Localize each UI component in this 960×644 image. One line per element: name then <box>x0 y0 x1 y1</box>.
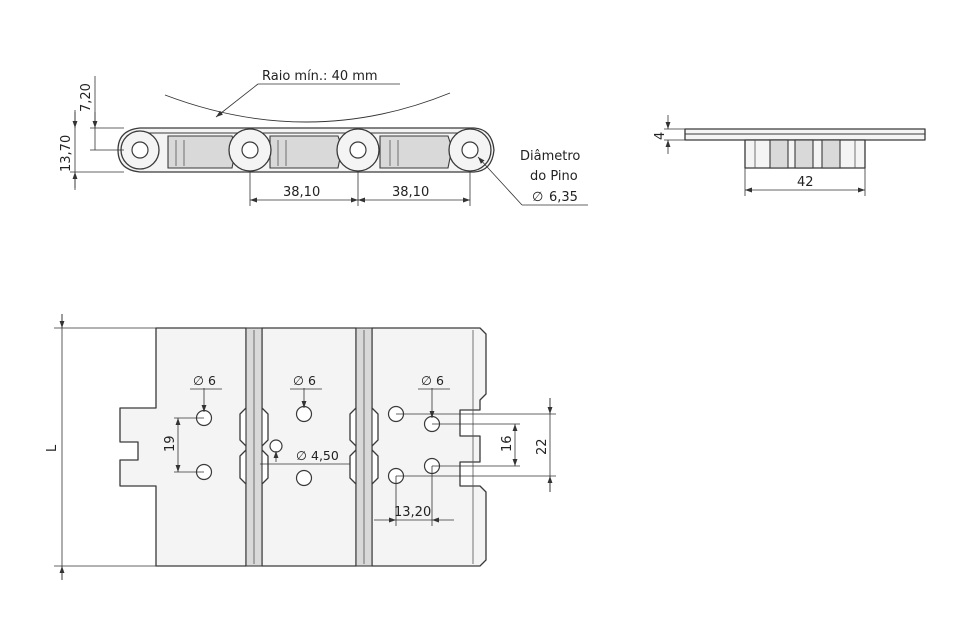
spacing-label: 22 <box>535 438 550 455</box>
diameter-symbol: ∅ <box>421 373 432 388</box>
mounting-hole <box>295 405 313 423</box>
hole-diameter-center-label: 4,50 <box>311 448 339 463</box>
width-label: 42 <box>797 175 814 190</box>
height-total-label: 13,70 <box>59 135 74 172</box>
thickness-label: 4 <box>653 132 668 140</box>
diameter-symbol: ∅ <box>296 448 307 463</box>
hole-diameter-label: 6 <box>308 373 316 388</box>
spacing-label: 16 <box>500 435 515 452</box>
pin-hole <box>461 141 479 159</box>
horizontal-spacing-label: 13,20 <box>394 505 431 520</box>
pin-label-line1: Diâmetro <box>520 149 580 164</box>
pin-diameter-label: 6,35 <box>549 190 578 205</box>
length-label: L <box>45 444 60 452</box>
minimum-radius-arc <box>164 92 451 123</box>
radius-label: Raio mín.: 40 mm <box>262 69 378 84</box>
hole-diameter-label: 6 <box>436 373 444 388</box>
chain-side-profile <box>117 127 495 173</box>
plate <box>119 327 247 567</box>
radius-leader <box>215 83 259 118</box>
pin-label-line2: do Pino <box>530 169 578 184</box>
plate <box>371 327 487 567</box>
pin-hole <box>241 141 259 159</box>
top-view: L 19 ∅ 6 ∅ 6 ∅ 6 ∅ 4,50 16 22 <box>45 314 556 580</box>
pitch-label: 38,10 <box>392 185 429 200</box>
height-upper-label: 7,20 <box>79 83 94 112</box>
pitch-label: 38,10 <box>283 185 320 200</box>
diameter-symbol: ∅ <box>532 190 543 205</box>
side-view: Raio mín.: 40 mm <box>59 69 588 206</box>
mounting-hole <box>295 469 313 487</box>
pin-hole <box>349 141 367 159</box>
diameter-symbol: ∅ <box>293 373 304 388</box>
hole-diameter-label: 6 <box>208 373 216 388</box>
diameter-symbol: ∅ <box>193 373 204 388</box>
pin-hole <box>131 141 149 159</box>
end-view: 4 42 <box>653 115 926 196</box>
mounting-hole <box>269 439 283 453</box>
spacing-label: 19 <box>163 435 178 452</box>
